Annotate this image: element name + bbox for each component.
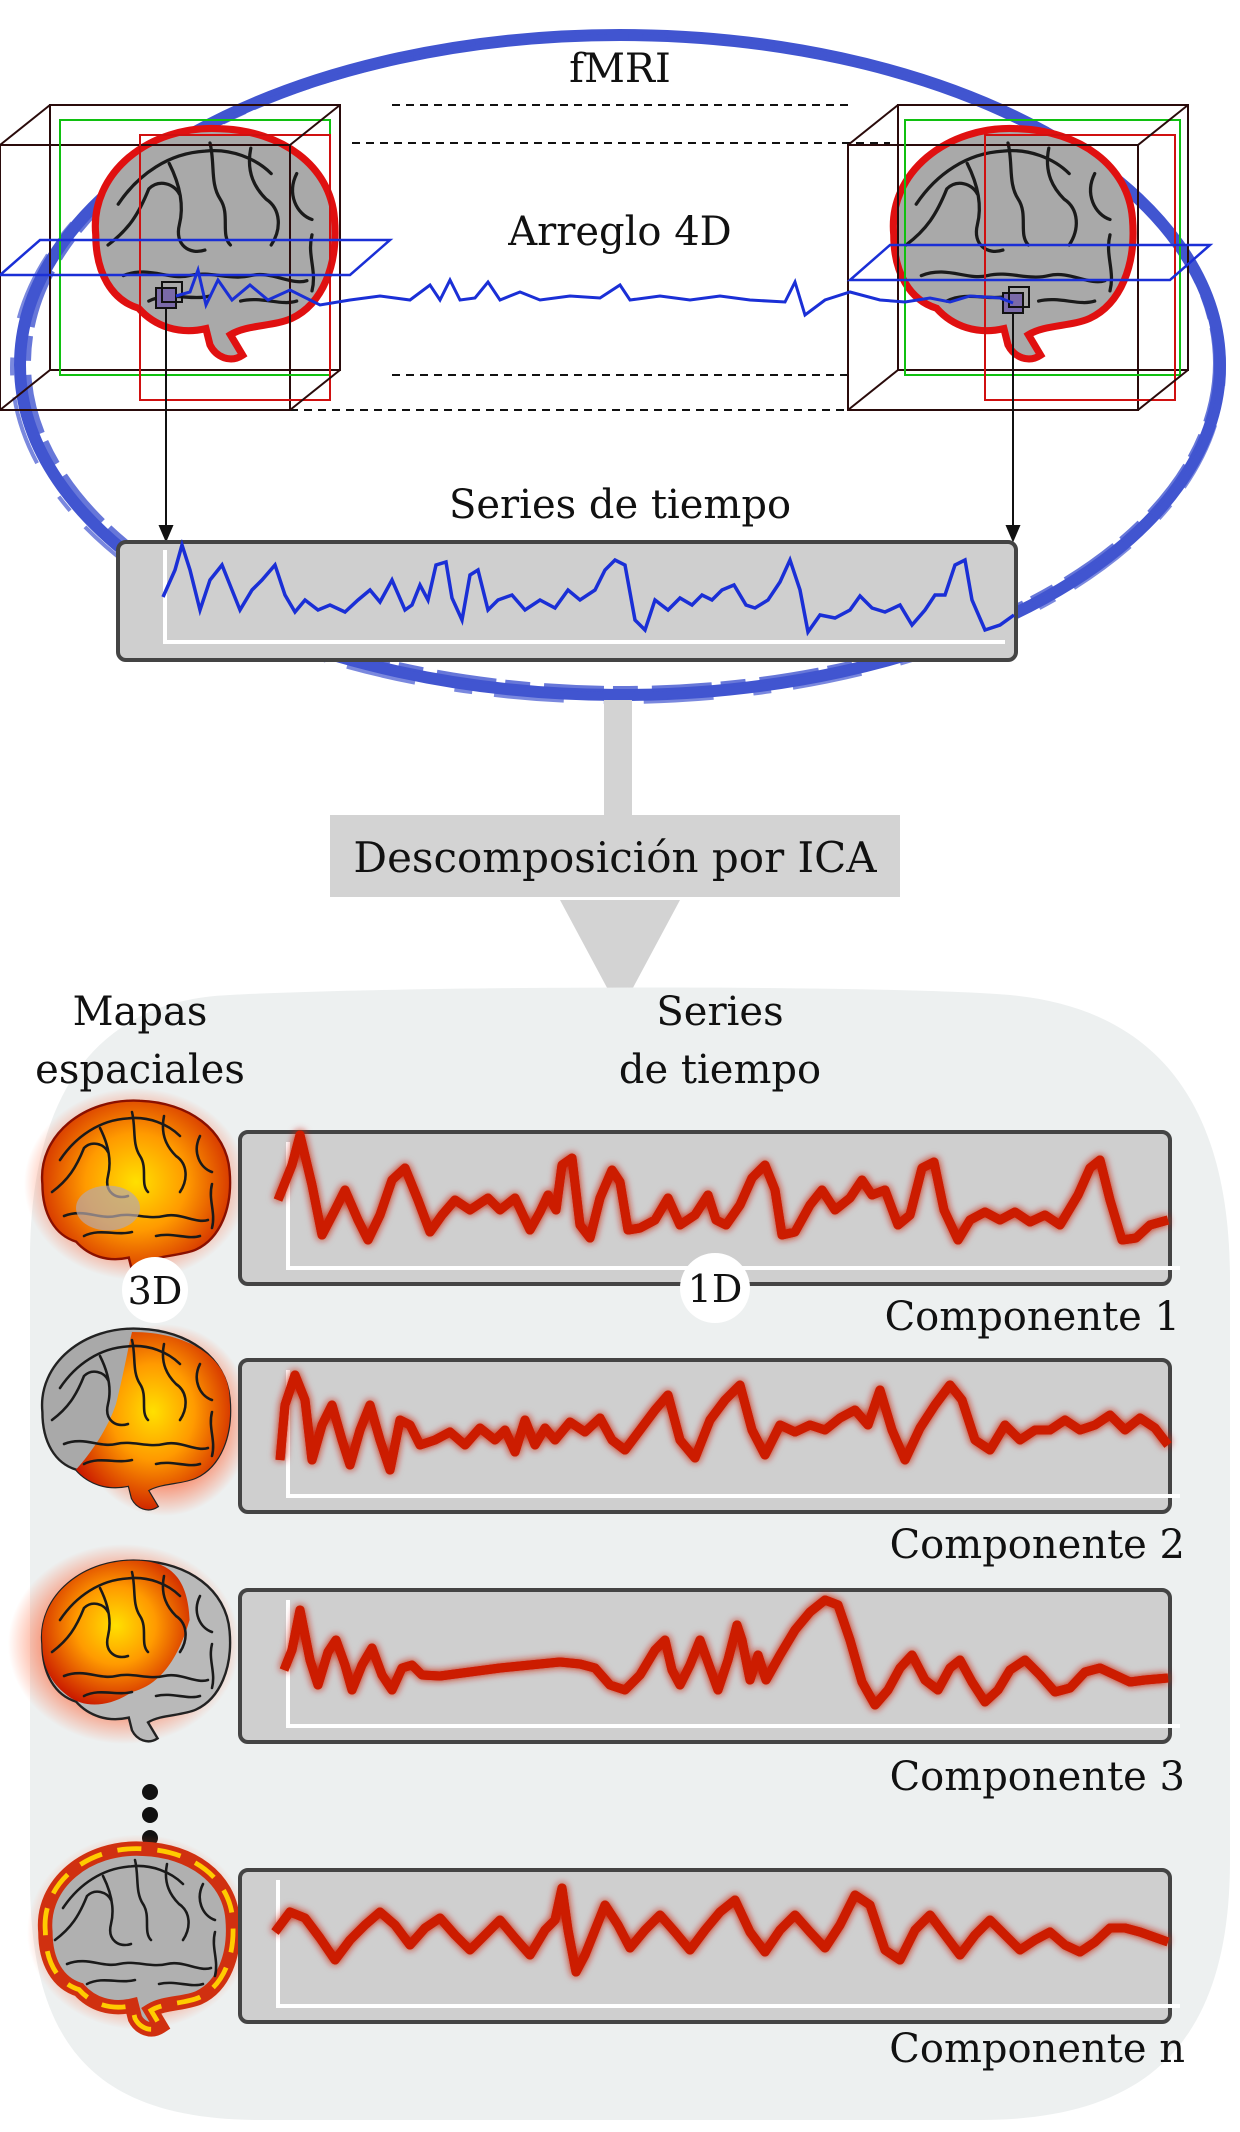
component-signal (280, 1370, 1168, 1475)
cube-connectors (290, 104, 890, 411)
component-signal (284, 1595, 1168, 1710)
spatial-map-brain-icon (7, 1544, 240, 1744)
array-4d-label: Arreglo 4D (507, 209, 732, 255)
dim-3d-badge (122, 1257, 188, 1323)
voxel-signal (175, 264, 1014, 318)
voxel-icon (155, 281, 183, 309)
time-series-bottom-label-line1: Series (656, 989, 783, 1035)
time-series-panel-top (116, 538, 1018, 662)
component-panel (238, 1868, 1172, 2024)
time-series-bottom-label-line2: de tiempo (619, 1047, 821, 1093)
component-2: Componente 2 (40, 1324, 1185, 1568)
component-3: Componente 3 (7, 1544, 1185, 1800)
dim-1d-badge (680, 1253, 750, 1323)
spatial-map-brain-icon (23, 1088, 248, 1283)
time-series-top-label: Series de tiempo (449, 482, 791, 528)
spatial-map-brain-icon (40, 1324, 252, 1516)
component-label: Componente 2 (890, 1522, 1185, 1568)
ica-box (330, 815, 900, 897)
component-signal (278, 1130, 1168, 1245)
component-n: Componente n (26, 1834, 1185, 2072)
arrow-down-icon (158, 308, 1021, 543)
spatial-maps-label-line1: Mapas (73, 989, 208, 1035)
component-signal (275, 1883, 1168, 1977)
spatial-maps-label-line2: espaciales (35, 1047, 245, 1093)
component-label: Componente n (889, 2026, 1185, 2072)
brain-icon (95, 128, 335, 358)
spatial-map-brain-icon (26, 1834, 251, 2029)
brain-cube-right (846, 104, 1214, 411)
component-label: Componente 1 (885, 1294, 1180, 1340)
fmri-label: fMRI (569, 46, 671, 92)
component-1: 3D 1D Componente 1 (23, 1088, 1180, 1340)
brain-cube-left (0, 104, 394, 411)
component-label: Componente 3 (890, 1754, 1185, 1800)
ica-label: Descomposición por ICA (353, 833, 877, 882)
dim-3d-label: 3D (128, 1269, 183, 1313)
ica-arrow (560, 700, 680, 1012)
dim-1d-label: 1D (688, 1267, 743, 1311)
